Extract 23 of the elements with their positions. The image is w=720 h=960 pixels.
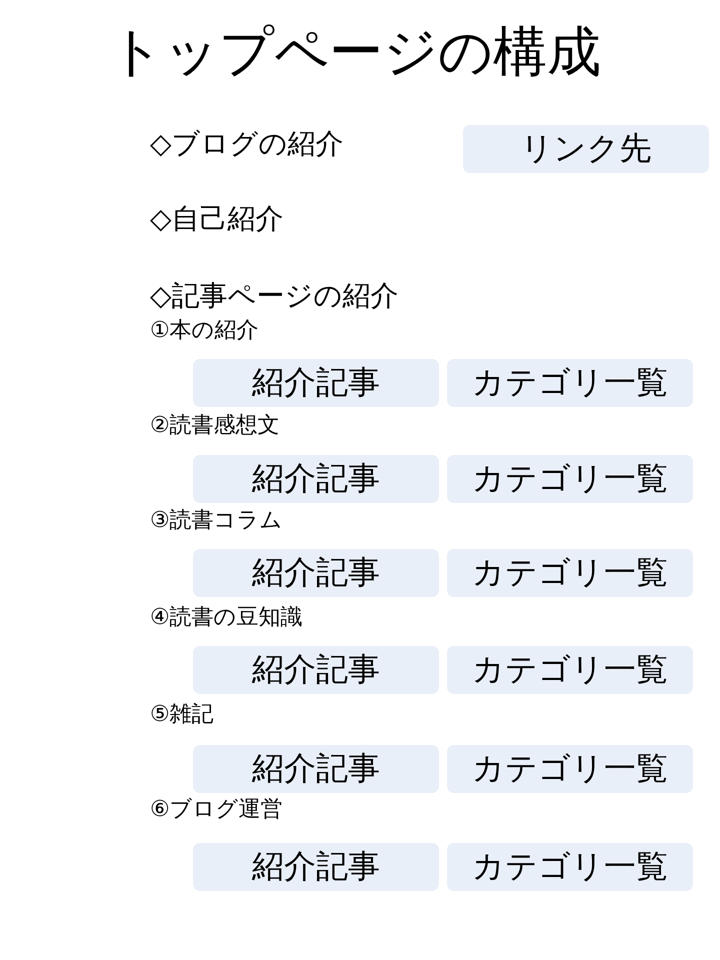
- subsection-label: ④読書の豆知識: [150, 605, 303, 632]
- section-heading: ◇自己紹介: [150, 202, 284, 236]
- link-box: 紹介記事: [193, 455, 439, 503]
- subsection-label: ⑤雑記: [150, 702, 214, 728]
- link-box: カテゴリ一覧: [447, 646, 693, 694]
- link-box: リンク先: [463, 125, 709, 173]
- link-box: 紹介記事: [193, 646, 439, 694]
- link-box: カテゴリ一覧: [447, 455, 693, 503]
- link-box: カテゴリ一覧: [447, 745, 693, 793]
- section-heading: ◇記事ページの紹介: [150, 279, 399, 313]
- link-box: 紹介記事: [193, 745, 439, 793]
- page-title: トップページの構成: [108, 20, 602, 84]
- subsection-label: ⑥ブログ運営: [150, 797, 283, 824]
- section-heading: ◇ブログの紹介: [150, 127, 344, 161]
- link-box: 紹介記事: [193, 359, 439, 407]
- link-box: 紹介記事: [193, 843, 439, 891]
- link-box: 紹介記事: [193, 549, 439, 597]
- subsection-label: ①本の紹介: [150, 318, 259, 344]
- subsection-label: ③読書コラム: [150, 508, 283, 534]
- link-box: カテゴリ一覧: [447, 843, 693, 891]
- subsection-label: ②読書感想文: [150, 413, 280, 440]
- link-box: カテゴリ一覧: [447, 549, 693, 597]
- link-box: カテゴリ一覧: [447, 359, 693, 407]
